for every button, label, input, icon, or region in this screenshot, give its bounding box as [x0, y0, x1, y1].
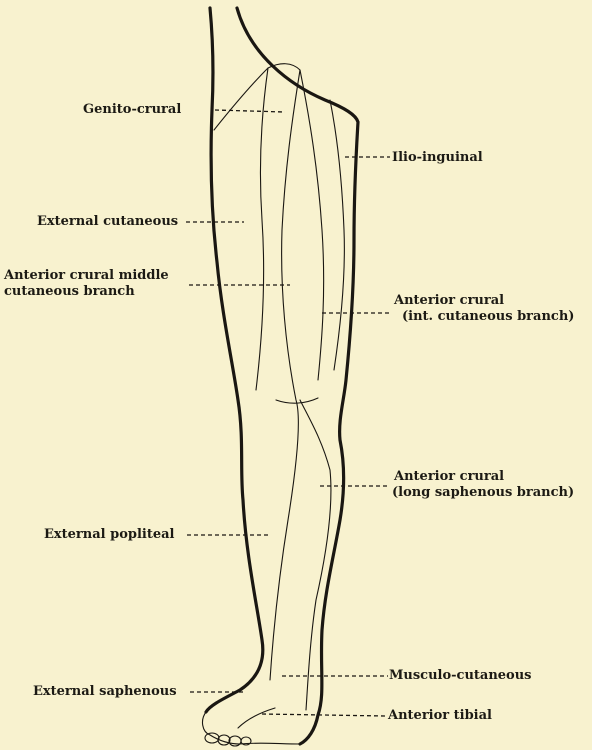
- foot-tendon: [238, 708, 275, 728]
- label-anterior-crural-long-2: (long saphenous branch): [392, 486, 574, 500]
- boundary-6: [300, 400, 331, 710]
- boundary-4: [300, 70, 324, 380]
- leader-anterior-tibial: [262, 714, 385, 716]
- label-anterior-crural-middle-2: cutaneous branch: [4, 285, 135, 299]
- label-anterior-crural-long-1: Anterior crural: [394, 470, 504, 484]
- label-anterior-crural-int-2: (int. cutaneous branch): [402, 310, 574, 324]
- label-genito-crural: Genito-crural: [83, 103, 181, 117]
- label-external-popliteal: External popliteal: [44, 528, 175, 542]
- label-anterior-crural-int-1: Anterior crural: [394, 294, 504, 308]
- boundary-3: [270, 70, 300, 680]
- label-musculo-cutaneous: Musculo-cutaneous: [389, 669, 532, 683]
- boundary-2: [256, 68, 268, 390]
- label-anterior-tibial: Anterior tibial: [388, 709, 492, 723]
- label-external-cutaneous: External cutaneous: [37, 215, 178, 229]
- toe-1: [205, 733, 219, 743]
- boundary-1: [214, 64, 300, 130]
- label-external-saphenous: External saphenous: [33, 685, 177, 699]
- boundary-5: [330, 100, 344, 370]
- label-ilio-inguinal: Ilio-inguinal: [392, 151, 483, 165]
- leg-outline-right: [237, 8, 358, 744]
- leader-genito-crural: [215, 110, 285, 112]
- foot-outline: [203, 712, 300, 744]
- label-anterior-crural-middle-1: Anterior crural middle: [4, 269, 169, 283]
- toe-3: [229, 736, 241, 746]
- leg-outline-left: [206, 8, 263, 712]
